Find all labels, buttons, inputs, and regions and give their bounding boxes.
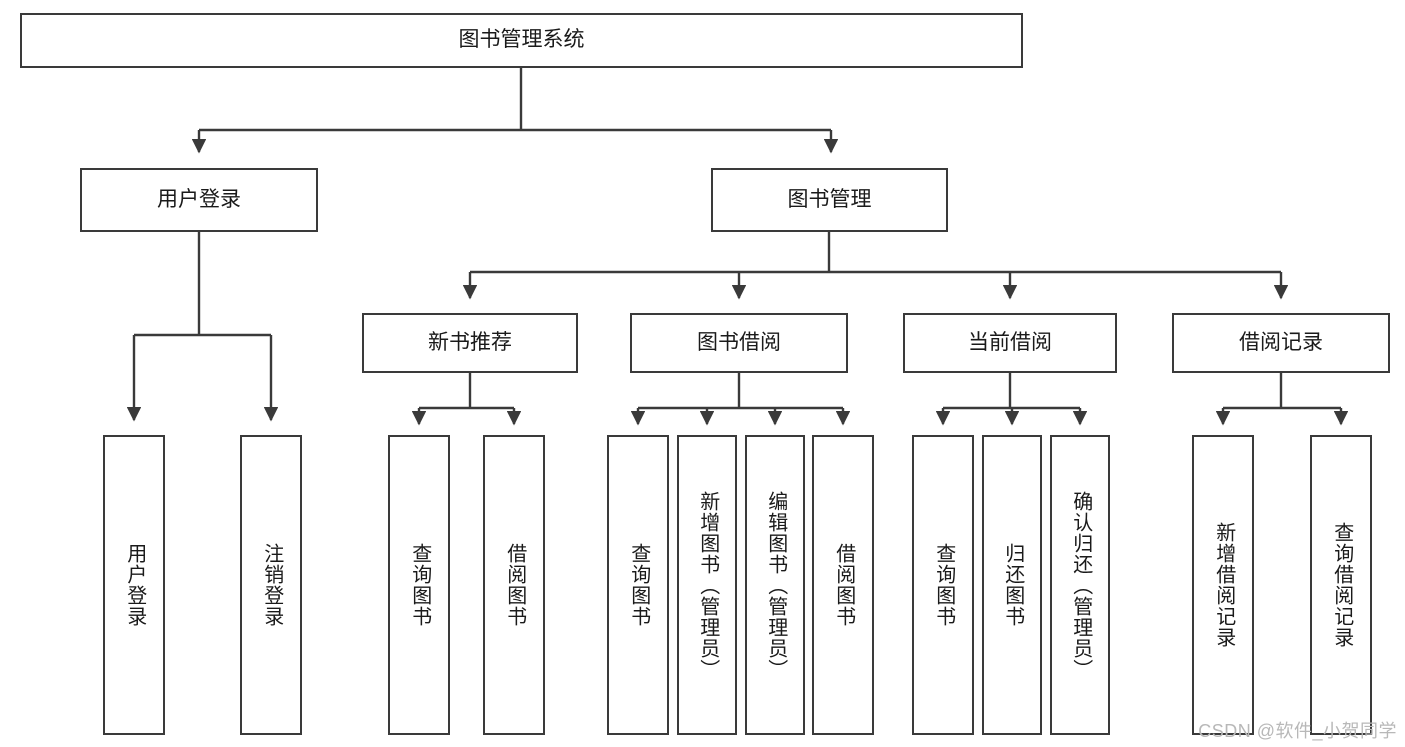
node-leaf-logout[interactable]: 注销登录 — [240, 435, 302, 735]
node-leaf-logout-label: 注销登录 — [260, 543, 283, 627]
node-new-book-recommend[interactable]: 新书推荐 — [362, 313, 578, 373]
node-leaf-confirm-return-label: 确认归还（管理员） — [1069, 490, 1092, 680]
node-leaf-return-book[interactable]: 归还图书 — [982, 435, 1042, 735]
node-leaf-query-borrow-record-label: 查询借阅记录 — [1330, 522, 1353, 648]
node-user-login[interactable]: 用户登录 — [80, 168, 318, 232]
node-root-label: 图书管理系统 — [458, 28, 585, 52]
node-leaf-query-book-b[interactable]: 查询图书 — [607, 435, 669, 735]
node-user-login-label: 用户登录 — [157, 187, 241, 211]
node-leaf-borrow-book-b-label: 借阅图书 — [832, 543, 855, 627]
node-leaf-query-borrow-record[interactable]: 查询借阅记录 — [1310, 435, 1372, 735]
node-current-borrow-label: 当前借阅 — [968, 330, 1052, 354]
node-leaf-query-book-c-label: 查询图书 — [932, 543, 955, 627]
watermark-text: CSDN @软件_小贺同学 — [1198, 721, 1397, 741]
node-leaf-user-login-label: 用户登录 — [123, 543, 146, 627]
node-leaf-borrow-book-a[interactable]: 借阅图书 — [483, 435, 545, 735]
node-leaf-query-book-a-label: 查询图书 — [408, 543, 431, 627]
node-new-book-recommend-label: 新书推荐 — [428, 330, 512, 354]
node-book-borrow-label: 图书借阅 — [697, 330, 781, 354]
node-leaf-borrow-book-a-label: 借阅图书 — [503, 543, 526, 627]
node-current-borrow[interactable]: 当前借阅 — [903, 313, 1117, 373]
node-leaf-add-borrow-record-label: 新增借阅记录 — [1212, 522, 1235, 648]
node-leaf-query-book-a[interactable]: 查询图书 — [388, 435, 450, 735]
node-leaf-confirm-return[interactable]: 确认归还（管理员） — [1050, 435, 1110, 735]
node-borrow-record-label: 借阅记录 — [1239, 330, 1323, 354]
node-leaf-edit-book-label: 编辑图书（管理员） — [764, 490, 787, 680]
node-book-borrow[interactable]: 图书借阅 — [630, 313, 848, 373]
node-leaf-add-borrow-record[interactable]: 新增借阅记录 — [1192, 435, 1254, 735]
node-leaf-return-book-label: 归还图书 — [1001, 543, 1024, 627]
node-book-manage[interactable]: 图书管理 — [711, 168, 948, 232]
node-leaf-borrow-book-b[interactable]: 借阅图书 — [812, 435, 874, 735]
node-leaf-add-book-label: 新增图书（管理员） — [696, 490, 719, 680]
node-leaf-user-login[interactable]: 用户登录 — [103, 435, 165, 735]
node-root[interactable]: 图书管理系统 — [20, 13, 1023, 68]
node-leaf-add-book[interactable]: 新增图书（管理员） — [677, 435, 737, 735]
node-leaf-query-book-b-label: 查询图书 — [627, 543, 650, 627]
node-leaf-query-book-c[interactable]: 查询图书 — [912, 435, 974, 735]
node-book-manage-label: 图书管理 — [787, 187, 872, 211]
node-borrow-record[interactable]: 借阅记录 — [1172, 313, 1390, 373]
node-leaf-edit-book[interactable]: 编辑图书（管理员） — [745, 435, 805, 735]
